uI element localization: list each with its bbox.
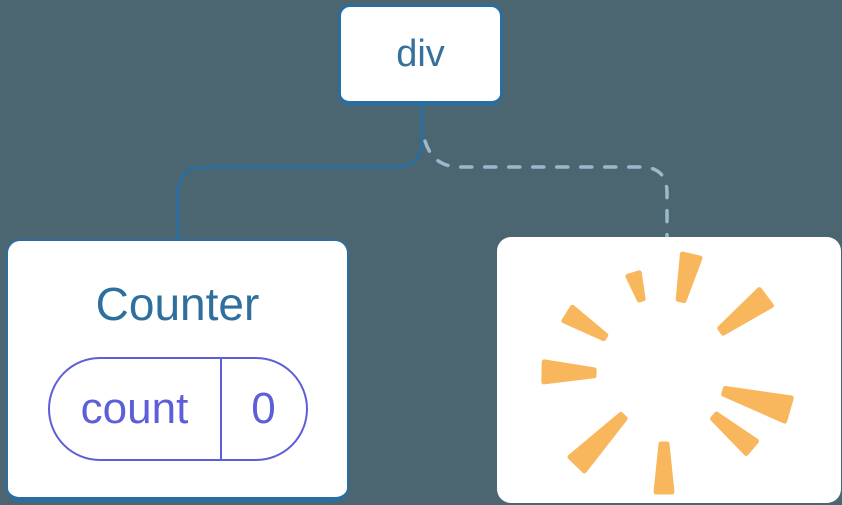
dashed-edge [423,139,669,240]
state-key-cell: count [50,359,222,459]
poof-ray [561,304,609,342]
poof-ray [567,411,628,474]
state-value-cell: 0 [222,359,306,459]
state-key-label: count [80,384,189,433]
solid-edge [176,102,424,242]
poof-ray [721,386,794,424]
counter-card: Counter count 0 [6,239,349,502]
poof-ray [717,287,774,336]
poof-ray [710,411,759,456]
poof-ray [625,270,646,303]
poof-ray [653,441,675,495]
root-node-div: div [338,4,503,106]
poof-ray [675,251,703,304]
counter-title: Counter [95,278,260,330]
removed-card [497,237,841,503]
poof-starburst-icon [541,251,794,495]
state-value-label: 0 [251,384,276,433]
root-node-label: div [396,33,445,75]
poof-ray [541,359,597,385]
state-pill: count 0 [47,357,308,461]
